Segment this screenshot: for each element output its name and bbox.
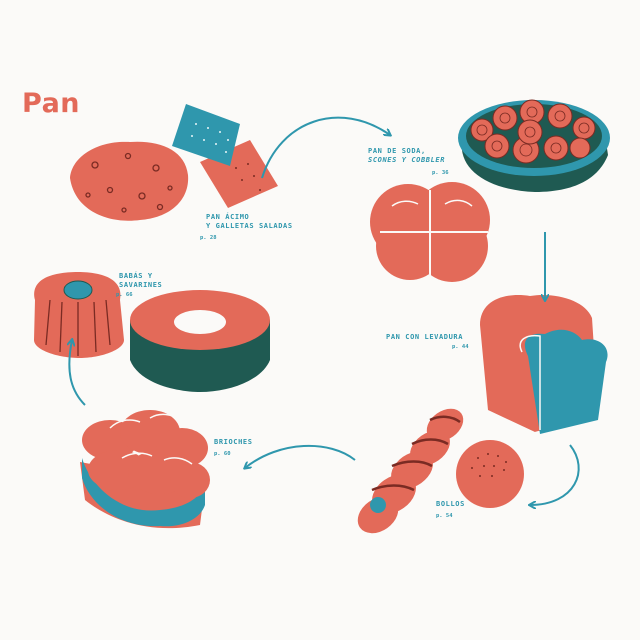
label-line: BOLLOS	[436, 500, 465, 508]
arrow-acimo-to-soda	[261, 116, 390, 179]
label-line: PAN ÁCIMO	[206, 213, 250, 221]
label-pan-levadura: PAN CON LEVADURA	[386, 333, 463, 342]
flow-arrows	[69, 116, 580, 505]
label-pan-acimo: PAN ÁCIMO Y GALLETAS SALADAS	[206, 213, 293, 231]
label-line: BABÁS Y	[119, 272, 153, 280]
brioche-illustration	[80, 410, 210, 529]
page-title: Pan	[22, 88, 81, 119]
soda-bread-illustration	[370, 182, 490, 282]
label-line: PAN CON LEVADURA	[386, 333, 464, 341]
crackers-illustration	[172, 104, 278, 208]
label-pan-soda: PAN DE SODA, SCONES Y COBBLER	[368, 147, 445, 165]
label-line: SAVARINES	[119, 281, 163, 289]
page-ref-brioches: p. 60	[214, 451, 231, 457]
arrow-brioches-to-babas	[69, 340, 86, 406]
label-babas: BABÁS Y SAVARINES	[119, 272, 162, 290]
arrow-bollos-to-brioches	[245, 444, 356, 468]
arrow-levadura-to-bollos	[530, 444, 580, 505]
yeast-loaf-illustration	[480, 294, 608, 434]
page-ref-babas: p. 66	[116, 292, 133, 298]
label-line: Y GALLETAS SALADAS	[206, 222, 293, 230]
label-bollos: BOLLOS	[436, 500, 465, 509]
bun-illustration	[456, 440, 524, 508]
cobbler-dish-illustration	[458, 99, 610, 192]
flatbread-illustration	[70, 141, 189, 221]
label-line: SCONES Y COBBLER	[368, 156, 446, 164]
page-ref-pan-soda: p. 36	[432, 170, 449, 176]
label-line: BRIOCHES	[214, 438, 253, 446]
braided-bread-illustration	[357, 408, 464, 534]
page-ref-bollos: p. 54	[436, 513, 453, 519]
label-brioches: BRIOCHES	[214, 438, 253, 447]
page-ref-pan-acimo: p. 28	[200, 235, 217, 241]
label-line: PAN DE SODA,	[368, 147, 426, 155]
savarin-illustration	[130, 290, 270, 392]
page-ref-pan-levadura: p. 44	[452, 344, 469, 350]
bundt-cake-illustration	[34, 272, 124, 358]
